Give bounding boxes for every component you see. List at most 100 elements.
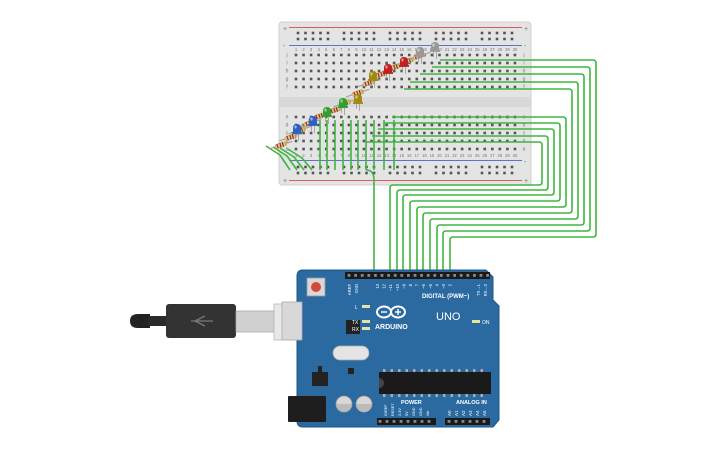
header-pin[interactable] <box>413 274 417 277</box>
breadboard-hole[interactable] <box>392 85 396 89</box>
breadboard-hole[interactable] <box>453 147 456 151</box>
breadboard-hole[interactable] <box>430 77 434 81</box>
breadboard-hole[interactable] <box>332 77 336 81</box>
rail-hole[interactable] <box>510 31 514 35</box>
breadboard-hole[interactable] <box>362 123 366 127</box>
breadboard-hole[interactable] <box>370 147 373 151</box>
breadboard-hole[interactable] <box>453 123 456 127</box>
breadboard-hole[interactable] <box>491 85 494 89</box>
rail-hole[interactable] <box>326 37 330 41</box>
breadboard-hole[interactable] <box>506 147 509 151</box>
breadboard-hole[interactable] <box>309 139 313 143</box>
breadboard-hole[interactable] <box>332 53 336 57</box>
breadboard-hole[interactable] <box>491 69 494 73</box>
breadboard-hole[interactable] <box>362 61 366 65</box>
rail-hole[interactable] <box>311 31 315 35</box>
breadboard-hole[interactable] <box>415 77 419 81</box>
breadboard-hole[interactable] <box>498 123 502 127</box>
power-header-pin[interactable] <box>413 420 417 423</box>
breadboard-hole[interactable] <box>491 53 494 57</box>
breadboard-hole[interactable] <box>415 85 419 89</box>
breadboard-hole[interactable] <box>385 115 388 119</box>
breadboard-hole[interactable] <box>340 131 343 135</box>
breadboard-hole[interactable] <box>347 123 351 127</box>
breadboard-hole[interactable] <box>468 123 471 127</box>
breadboard-hole[interactable] <box>370 139 373 143</box>
header-pin[interactable] <box>479 274 483 277</box>
rail-hole[interactable] <box>296 171 300 175</box>
rail-hole[interactable] <box>357 31 361 35</box>
analog-header-pin[interactable] <box>482 420 486 423</box>
components[interactable] <box>269 42 440 151</box>
breadboard-hole[interactable] <box>506 61 509 65</box>
breadboard-hole[interactable] <box>491 77 494 81</box>
breadboard-hole[interactable] <box>362 77 366 81</box>
breadboard-hole[interactable] <box>362 147 366 151</box>
rail-hole[interactable] <box>449 171 453 175</box>
breadboard-hole[interactable] <box>302 147 305 151</box>
rail-hole[interactable] <box>296 31 300 35</box>
breadboard-hole[interactable] <box>483 61 487 65</box>
breadboard-hole[interactable] <box>453 77 456 81</box>
usb-cable[interactable] <box>130 303 299 341</box>
breadboard-hole[interactable] <box>302 69 305 73</box>
breadboard-hole[interactable] <box>475 147 479 151</box>
breadboard-hole[interactable] <box>423 139 426 143</box>
breadboard-hole[interactable] <box>453 131 456 135</box>
breadboard-hole[interactable] <box>483 147 487 151</box>
led[interactable] <box>383 64 393 81</box>
breadboard-hole[interactable] <box>423 85 426 89</box>
left-fan-wire[interactable] <box>279 147 305 171</box>
breadboard-hole[interactable] <box>438 77 441 81</box>
breadboard-hole[interactable] <box>498 147 502 151</box>
breadboard-hole[interactable] <box>317 61 320 65</box>
header-pin[interactable] <box>380 274 384 277</box>
breadboard-hole[interactable] <box>324 77 328 81</box>
breadboard-hole[interactable] <box>506 53 509 57</box>
breadboard-hole[interactable] <box>340 139 343 143</box>
breadboard-hole[interactable] <box>483 131 487 135</box>
breadboard-hole[interactable] <box>445 147 449 151</box>
breadboard-hole[interactable] <box>513 85 517 89</box>
reset-button-cap[interactable] <box>311 282 321 292</box>
breadboard-hole[interactable] <box>355 147 358 151</box>
rail-hole[interactable] <box>442 165 445 169</box>
rail-hole[interactable] <box>326 31 330 35</box>
breadboard-hole[interactable] <box>347 77 351 81</box>
rail-hole[interactable] <box>342 165 346 169</box>
breadboard-hole[interactable] <box>430 61 434 65</box>
breadboard-hole[interactable] <box>385 131 388 135</box>
signal-wire[interactable] <box>372 135 549 275</box>
rail-hole[interactable] <box>365 171 368 175</box>
breadboard-hole[interactable] <box>438 147 441 151</box>
breadboard-hole[interactable] <box>438 69 441 73</box>
rail-hole[interactable] <box>457 171 460 175</box>
rail-hole[interactable] <box>372 37 376 41</box>
led[interactable] <box>353 94 363 111</box>
breadboard-hole[interactable] <box>445 139 449 143</box>
breadboard-hole[interactable] <box>468 69 471 73</box>
rail-hole[interactable] <box>434 37 438 41</box>
breadboard-hole[interactable] <box>445 69 449 73</box>
header-pin[interactable] <box>374 274 377 277</box>
rail-hole[interactable] <box>418 171 422 175</box>
breadboard-hole[interactable] <box>294 53 298 57</box>
breadboard-hole[interactable] <box>294 115 298 119</box>
breadboard-hole[interactable] <box>438 61 441 65</box>
bottom-header-pins[interactable] <box>378 420 486 423</box>
rail-hole[interactable] <box>495 31 499 35</box>
signal-wire[interactable] <box>378 128 555 275</box>
breadboard-hole[interactable] <box>340 115 343 119</box>
breadboard-hole[interactable] <box>400 69 403 73</box>
header-pin[interactable] <box>459 274 463 277</box>
rail-hole[interactable] <box>326 171 330 175</box>
breadboard-hole[interactable] <box>362 115 366 119</box>
breadboard-hole[interactable] <box>400 53 403 57</box>
breadboard-hole[interactable] <box>340 61 343 65</box>
rail-hole[interactable] <box>510 37 514 41</box>
breadboard-hole[interactable] <box>438 85 441 89</box>
breadboard-hole[interactable] <box>355 53 358 57</box>
breadboard-hole[interactable] <box>302 61 305 65</box>
header-pin[interactable] <box>466 274 470 277</box>
breadboard-hole[interactable] <box>317 139 320 143</box>
